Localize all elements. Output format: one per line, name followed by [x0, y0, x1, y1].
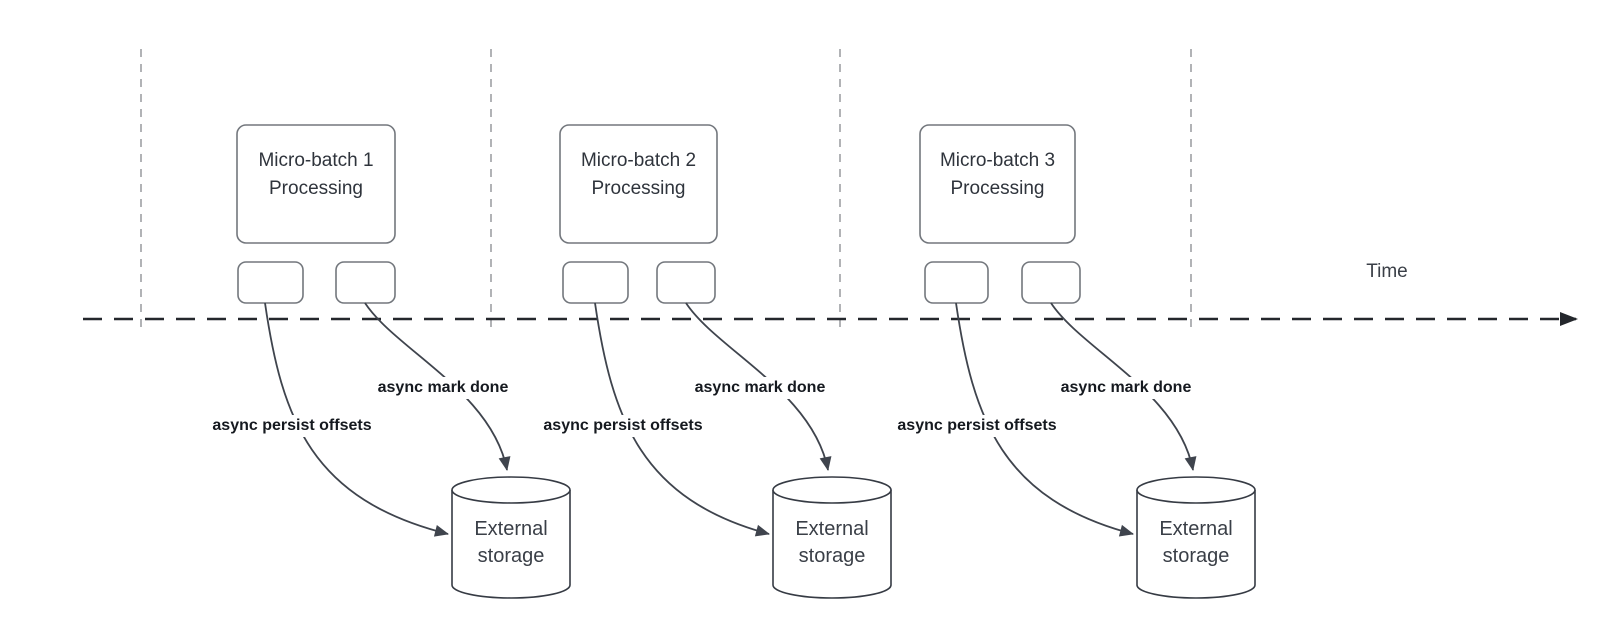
mark-done-arrow-3	[1050, 302, 1197, 471]
persist-offsets-arrow-1	[264, 302, 449, 537]
cylinder-top	[1136, 476, 1256, 504]
microbatch-1-title: Micro-batch 1 Processing	[258, 150, 374, 199]
microbatch-3-offset-task-box	[924, 261, 989, 304]
storage-cylinder-2	[772, 476, 892, 599]
microbatch-3-box	[919, 124, 1076, 244]
mark-done-label-1: async mark done	[351, 377, 535, 399]
microbatch-2-title: Micro-batch 2 Processing	[580, 150, 697, 199]
persist-offsets-label-3: async persist offsets	[865, 415, 1089, 437]
storage-label-2: External storage	[795, 518, 869, 567]
microbatch-1-box	[236, 124, 396, 244]
microbatch-3-title: Micro-batch 3 Processing	[939, 150, 1056, 199]
microbatch-2-box	[559, 124, 718, 244]
persist-offsets-label-2: async persist offsets	[511, 415, 735, 437]
microbatch-2-done-task-box	[656, 261, 716, 304]
mark-done-label-3: async mark done	[1034, 377, 1218, 399]
microbatch-1-done-task-box	[335, 261, 396, 304]
microbatch-3-done-task-box	[1021, 261, 1081, 304]
mark-done-arrow-1	[364, 302, 511, 471]
storage-label-3: External storage	[1159, 518, 1233, 567]
mark-done-label-2: async mark done	[668, 377, 852, 399]
microbatch-2-offset-task-box	[562, 261, 629, 304]
persist-offsets-arrow-2	[594, 302, 770, 537]
persist-offsets-label-1: async persist offsets	[180, 415, 404, 437]
time-axis-label: Time	[1366, 261, 1408, 282]
storage-label-1: External storage	[474, 518, 548, 567]
cylinder-body	[1136, 490, 1256, 599]
microbatch-1-offset-task-box	[237, 261, 304, 304]
cylinder-top	[772, 476, 892, 504]
mark-done-arrow-2	[685, 302, 832, 471]
cylinder-top	[451, 476, 571, 504]
cylinder-body	[451, 490, 571, 599]
storage-cylinder-3	[1136, 476, 1256, 599]
persist-offsets-arrow-3	[955, 302, 1134, 537]
storage-cylinder-1	[451, 476, 571, 599]
cylinder-body	[772, 490, 892, 599]
